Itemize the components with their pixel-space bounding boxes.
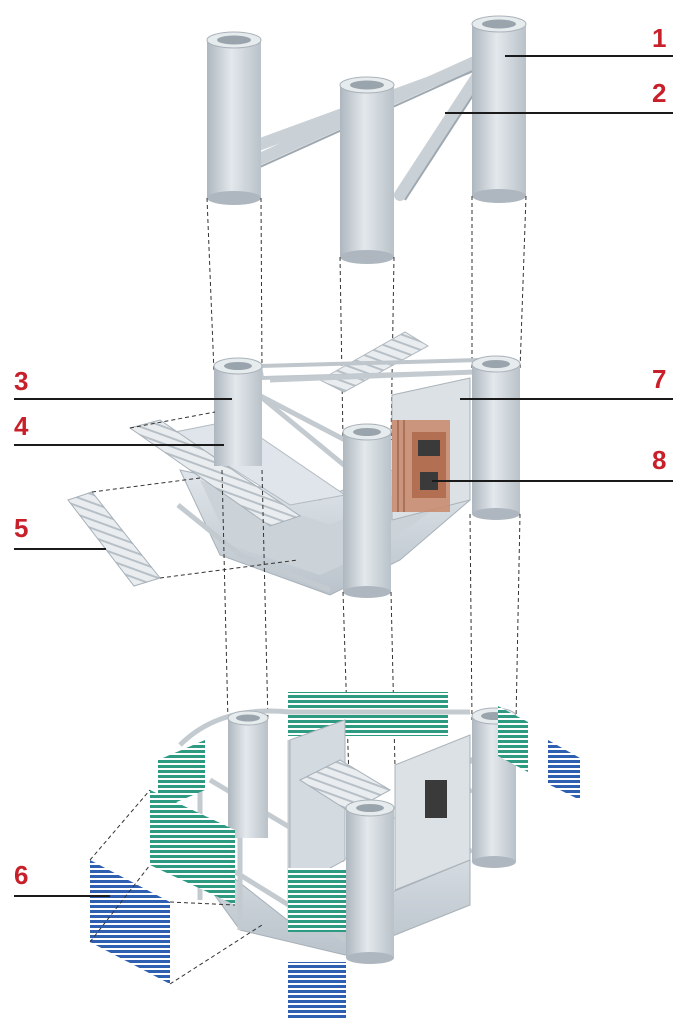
louvre-panel-left-upper bbox=[158, 740, 205, 810]
glazing-panel-left bbox=[90, 860, 170, 984]
callout-leader-2 bbox=[445, 112, 673, 114]
louvre-panel-left bbox=[150, 790, 235, 905]
column-front-bottom bbox=[345, 799, 395, 964]
callout-number-8: 8 bbox=[652, 445, 667, 475]
column-left-bottom bbox=[227, 710, 269, 838]
callout-leader-7 bbox=[460, 398, 673, 400]
glazing-panel-right bbox=[548, 740, 580, 800]
louvre-panel-right bbox=[498, 706, 528, 772]
top-structure-layer bbox=[206, 15, 527, 264]
bottom-enclosure-layer bbox=[89, 692, 580, 1018]
callout-leader-1 bbox=[505, 55, 673, 57]
column-right-top bbox=[471, 15, 527, 203]
callout-number-3: 3 bbox=[14, 366, 29, 396]
callout-leader-5 bbox=[14, 548, 106, 550]
callout-leader-8 bbox=[432, 480, 673, 482]
glazing-panel-bottom bbox=[288, 962, 346, 1018]
louvre-panel-front bbox=[288, 868, 346, 932]
callout-leader-6 bbox=[14, 895, 110, 897]
callout-leader-4 bbox=[14, 444, 224, 446]
middle-floor-layer bbox=[67, 331, 521, 598]
callout-number-7: 7 bbox=[652, 364, 667, 394]
callout-number-6: 6 bbox=[14, 860, 29, 890]
elevator-core bbox=[392, 420, 450, 512]
callout-number-1: 1 bbox=[652, 23, 667, 53]
column-middle-top bbox=[339, 76, 395, 264]
column-left-middle bbox=[213, 357, 263, 466]
dashed-guides-lower bbox=[221, 469, 521, 811]
callout-leader-3 bbox=[14, 398, 232, 400]
column-right-middle bbox=[471, 355, 521, 520]
callout-number-2: 2 bbox=[652, 78, 667, 108]
callout-number-4: 4 bbox=[14, 411, 29, 441]
stair-flight-long bbox=[128, 419, 302, 527]
column-left-top bbox=[206, 31, 262, 205]
detached-stair bbox=[67, 491, 161, 587]
column-front-middle bbox=[342, 423, 392, 598]
callout-number-5: 5 bbox=[14, 513, 29, 543]
